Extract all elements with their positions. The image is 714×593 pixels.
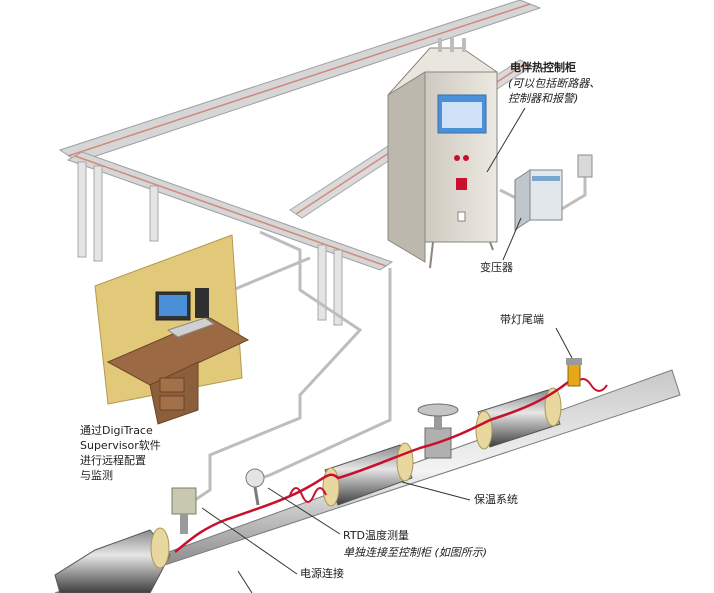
rtd-sensor <box>245 468 265 506</box>
desk-drawer <box>159 377 185 393</box>
tray-column <box>77 161 87 258</box>
insulation-end-cap <box>475 410 493 450</box>
junction-box <box>577 154 593 178</box>
cabinet-conduit-stub <box>462 38 466 52</box>
end-light-cap <box>566 358 582 365</box>
cabinet-screen-panel <box>442 102 482 128</box>
cabinet-indicator-light <box>454 155 460 161</box>
leader-rtd <box>267 487 341 535</box>
end-light-body <box>567 363 581 387</box>
pc-tower <box>195 288 209 318</box>
heating-cable <box>174 371 581 553</box>
control-cabinet <box>387 38 499 269</box>
conduit-to-desk <box>227 256 311 294</box>
leader-pipe-bottom <box>237 570 253 593</box>
cabinet-handle <box>457 211 466 222</box>
tray-upper-cable <box>67 3 531 157</box>
cabinet-top <box>387 47 499 96</box>
leader-end-light <box>555 327 573 359</box>
power-connection-box <box>171 487 197 534</box>
rtd-head <box>245 468 265 488</box>
conduit-transformer-junction <box>559 175 587 212</box>
leader-lines <box>201 107 573 593</box>
cabinet-leg <box>489 241 494 251</box>
software-label-line-4: 与监测 <box>80 469 113 482</box>
power-connection-label: 电源连接 <box>300 567 344 580</box>
rtd-note-label: 单独连接至控制柜 (如图所示) <box>343 546 488 559</box>
leader-power <box>201 507 298 575</box>
insulation-end-cap <box>322 467 340 507</box>
rtd-probe <box>253 486 260 506</box>
keyboard <box>166 317 216 338</box>
cabinet-conduit-stub <box>438 38 442 52</box>
transformer-side <box>514 169 531 231</box>
insulation-segment <box>54 529 171 593</box>
computer-workstation <box>94 234 250 425</box>
valve-handwheel <box>417 403 459 417</box>
cabinet-indicator-light <box>463 155 469 161</box>
heating-cable-spiral <box>289 487 327 503</box>
tray-column <box>317 244 327 321</box>
end-light <box>566 358 582 387</box>
cabinet-note-line-2: 控制器和报警) <box>508 92 579 105</box>
tray-column <box>93 165 103 262</box>
insulation-end-cap <box>150 527 170 569</box>
power-box-stand <box>180 514 188 534</box>
software-label-line-1: 通过DigiTrace <box>80 424 153 437</box>
rtd-title-label: RTD温度测量 <box>343 529 410 542</box>
leader-insulation <box>401 481 471 501</box>
power-box-body <box>171 487 197 515</box>
transformer-label-strip <box>532 176 560 181</box>
tray-column <box>333 249 343 326</box>
valve-stem <box>434 412 442 430</box>
transformer-label: 变压器 <box>480 261 513 274</box>
cabinet-note-line-1: (可以包括断路器、 <box>508 77 601 90</box>
cabinet-leg <box>429 241 434 269</box>
end-light-label: 带灯尾端 <box>500 313 544 326</box>
leader-transformer <box>502 217 522 261</box>
insulation-end-cap <box>396 442 414 482</box>
insulation-end-cap <box>544 387 562 427</box>
cabinet-title-label: 电伴热控制柜 <box>510 61 576 74</box>
leader-cabinet <box>486 107 526 173</box>
software-label-line-2: Supervisor软件 <box>80 439 161 452</box>
monitor-screen <box>159 295 187 316</box>
transformer <box>514 169 563 231</box>
insulation-label: 保温系统 <box>474 493 518 506</box>
cabinet-conduit-stub <box>450 38 454 52</box>
software-label-line-3: 进行远程配置 <box>80 454 146 467</box>
tray-column <box>149 185 159 242</box>
cabinet-side <box>387 71 426 263</box>
tray-lower-cable <box>74 155 387 267</box>
conduit-to-power <box>194 230 363 502</box>
desk-drawer <box>159 395 185 411</box>
cabinet-emergency-button <box>456 178 467 190</box>
